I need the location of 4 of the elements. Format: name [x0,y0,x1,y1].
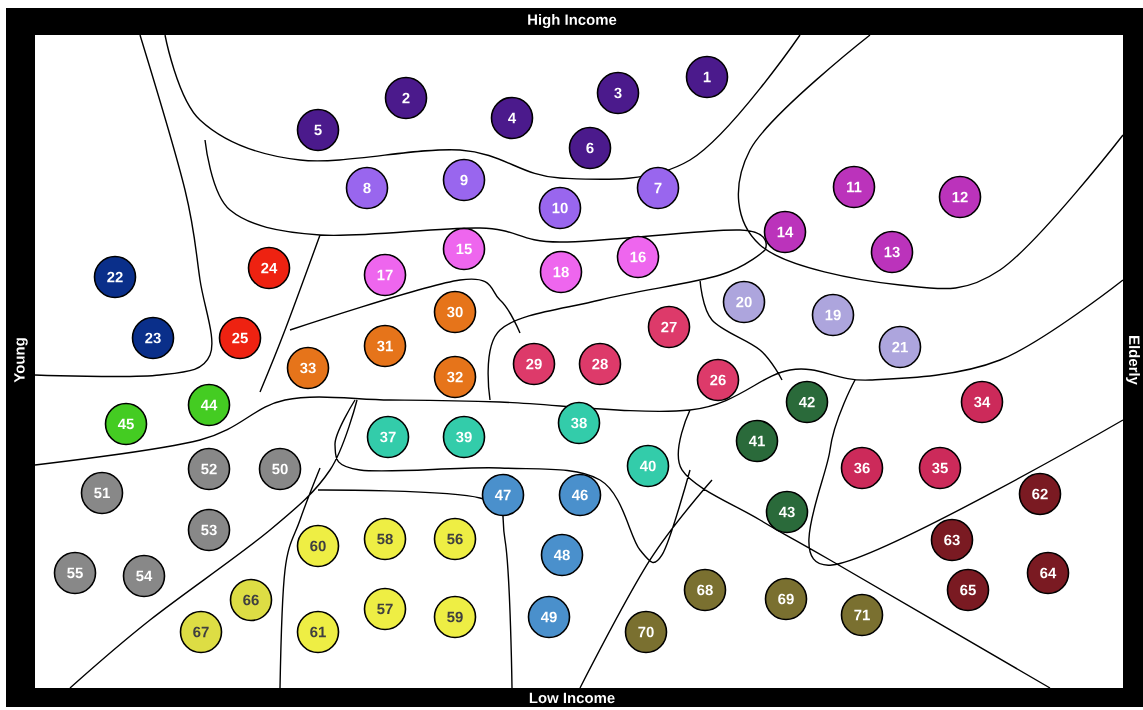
axis-label: Young [14,338,28,383]
axis-label: High Income [528,14,617,28]
axis-label: Low Income [529,692,615,704]
axis-label: Elderly [1126,336,1140,385]
